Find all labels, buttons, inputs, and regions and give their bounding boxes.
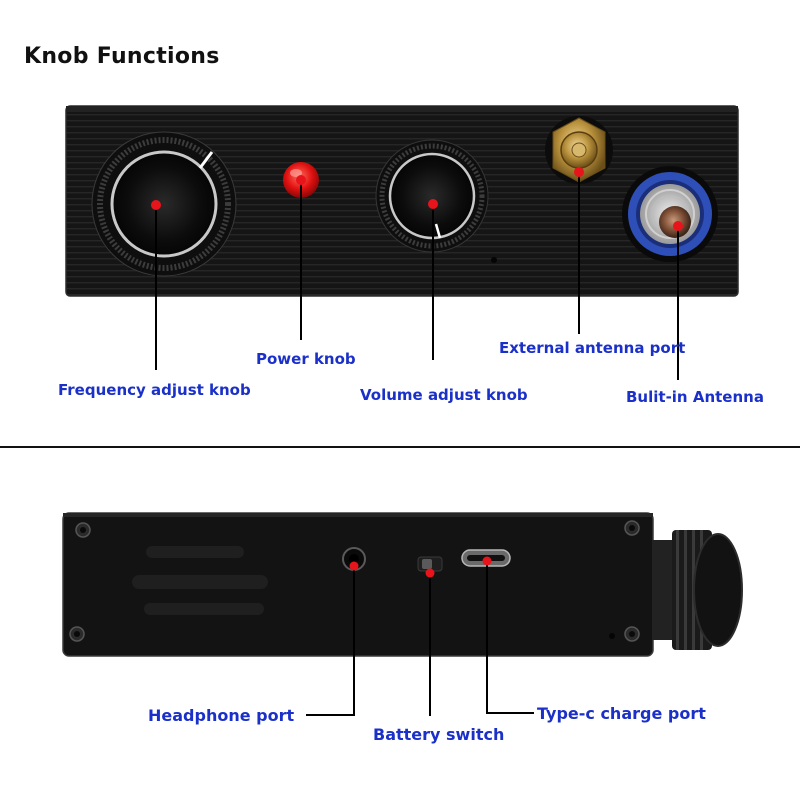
label-headphone-port: Headphone port [148,706,295,725]
section-divider [0,446,800,448]
front-callouts [151,167,683,380]
external-antenna-port[interactable] [545,116,613,184]
builtin-antenna[interactable] [622,166,718,262]
volume-knob[interactable] [375,139,489,253]
side-knob[interactable] [652,530,743,650]
label-external-antenna-port: External antenna port [499,339,686,357]
marker-power [296,175,306,185]
label-typec-charge-port: Type-c charge port [537,704,706,723]
label-frequency-adjust-knob: Frequency adjust knob [58,381,251,399]
marker-volume [428,199,438,209]
speaker-grille [132,546,268,615]
page-title: Knob Functions [24,44,220,69]
headphone-jack[interactable] [342,547,366,571]
marker-headphone [349,561,359,571]
label-builtin-antenna: Bulit-in Antenna [626,388,764,406]
label-power-knob: Power knob [256,350,356,368]
battery-switch[interactable] [417,556,443,572]
marker-builtin-antenna [673,221,683,231]
marker-typec [482,556,492,566]
label-battery-switch: Battery switch [373,725,505,744]
panel-screw [69,520,640,642]
frequency-knob[interactable] [91,131,237,277]
label-volume-adjust-knob: Volume adjust knob [360,386,528,404]
marker-frequency [151,200,161,210]
marker-battery [425,568,435,578]
marker-external-antenna [574,167,584,177]
rear-callouts [306,556,534,716]
